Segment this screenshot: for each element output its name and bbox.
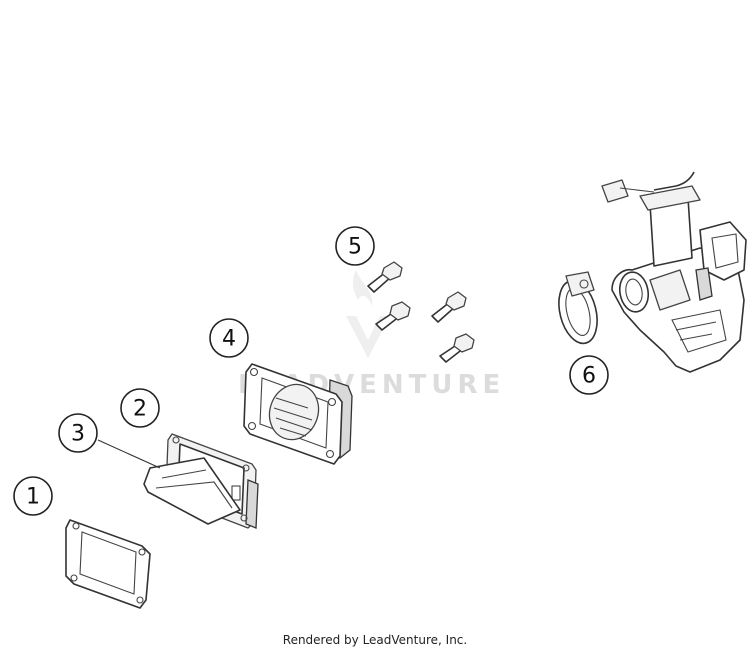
callout-6-label: 6: [582, 364, 596, 389]
rendered-by-footer: Rendered by LeadVenture, Inc.: [282, 633, 468, 647]
callout-5-label: 5: [348, 235, 362, 260]
part-4-intake-flange: [243, 363, 353, 465]
callout-5: 5: [335, 226, 375, 266]
bolt-1: [367, 261, 403, 293]
callout-4: 4: [209, 318, 249, 358]
part-3-reed-petal: [143, 457, 241, 525]
bolt-4: [439, 333, 475, 363]
part-5-bolts: [367, 261, 475, 363]
callout-3-leader-line: [97, 439, 161, 469]
bolt-2: [375, 301, 411, 331]
callout-2: 2: [120, 388, 160, 428]
callout-3: 3: [58, 413, 98, 453]
callout-3-label: 3: [71, 422, 85, 447]
part-6-hose-clamp: [558, 271, 598, 345]
callout-1-label: 1: [26, 485, 40, 510]
callout-2-label: 2: [133, 397, 147, 422]
callout-6: 6: [569, 355, 609, 395]
part-1-gasket: [65, 519, 151, 609]
carburetor: [601, 171, 747, 373]
bolt-3: [431, 291, 467, 323]
callout-4-label: 4: [222, 327, 236, 352]
callout-1: 1: [13, 476, 53, 516]
